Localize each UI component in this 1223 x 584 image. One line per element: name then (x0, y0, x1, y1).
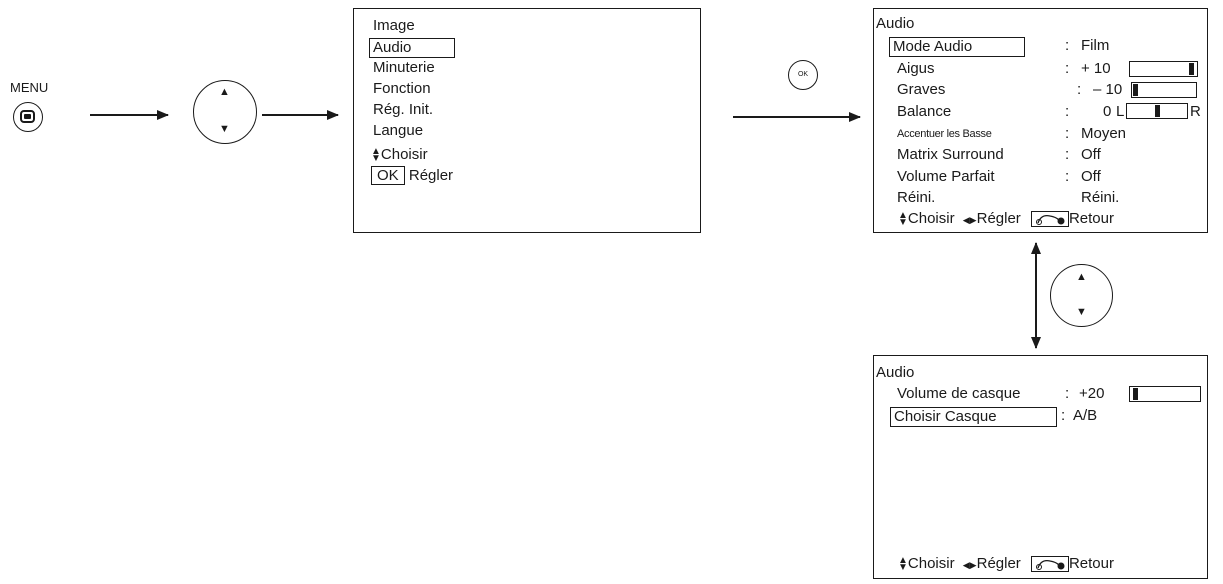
row-matrix-surround[interactable]: Matrix Surround (897, 146, 1004, 163)
return-key-icon (1030, 211, 1069, 228)
aigus-level-bar (1129, 61, 1198, 77)
row-graves[interactable]: Graves (897, 81, 946, 98)
dpad-up-down[interactable]: ▲ ▼ (193, 80, 257, 144)
value-matrix-surround: Off (1081, 146, 1101, 163)
dpad-up-down-2[interactable]: ▲ ▼ (1050, 264, 1113, 327)
audio-menu-panel: Audio Mode Audio : Film Aigus : + 10 Gra… (873, 8, 1208, 233)
audio-title: Audio (876, 15, 915, 32)
graves-level-bar (1131, 82, 1197, 98)
menu-icon (20, 110, 35, 123)
main-menu-item[interactable]: Minuterie (373, 59, 435, 76)
value-volume-parfait: Off (1081, 168, 1101, 185)
audio-title-2: Audio (876, 364, 915, 381)
value-aigus: + 10 (1081, 60, 1111, 77)
row-choisir-casque[interactable]: Choisir Casque (890, 407, 1057, 427)
main-menu-item[interactable]: Image (373, 17, 415, 34)
row-balance[interactable]: Balance (897, 103, 952, 120)
balance-left-label: L (1116, 103, 1125, 120)
audio-footer-2: ▲▼Choisir ◀▶Régler Retour (898, 555, 1114, 574)
row-accentuer-basse[interactable]: Accentuer les Basse (897, 128, 992, 140)
up-down-icon: ▲▼ (898, 555, 908, 574)
menu-button[interactable] (13, 102, 43, 132)
up-down-icon: ▲▼ (371, 146, 381, 165)
up-arrow-icon: ▲ (219, 86, 230, 98)
value-accentuer-basse: Moyen (1081, 125, 1127, 142)
return-key-icon (1030, 556, 1069, 573)
hint-ok-adjust: OK Régler (371, 166, 453, 185)
up-down-icon: ▲▼ (898, 210, 908, 229)
down-arrow-icon: ▼ (219, 123, 230, 135)
audio-footer: ▲▼Choisir ◀▶Régler Retour (898, 210, 1114, 229)
main-menu-item[interactable]: Audio (369, 38, 455, 58)
value-graves: – 10 (1093, 81, 1123, 98)
left-right-icon: ◀▶ (962, 560, 977, 570)
row-volume-parfait[interactable]: Volume Parfait (897, 168, 995, 185)
balance-right-label: R (1190, 103, 1201, 120)
main-menu-item[interactable]: Langue (373, 122, 424, 139)
balance-level-bar (1126, 103, 1188, 119)
hint-select: ▲▼Choisir (371, 146, 428, 165)
value-balance: 0 (1103, 103, 1112, 120)
value-choisir-casque: A/B (1073, 407, 1098, 424)
row-mode-audio[interactable]: Mode Audio (889, 37, 1025, 57)
down-arrow-icon: ▼ (1076, 306, 1087, 318)
row-aigus[interactable]: Aigus (897, 60, 935, 77)
up-arrow-icon: ▲ (1076, 271, 1087, 283)
value-mode-audio: Film (1081, 37, 1110, 54)
row-reini[interactable]: Réini. (897, 189, 936, 206)
main-menu-item[interactable]: Rég. Init. (373, 101, 434, 118)
ok-key-icon: OK (371, 166, 405, 185)
row-volume-casque[interactable]: Volume de casque (897, 385, 1021, 402)
ok-button[interactable]: OK (788, 60, 818, 90)
ok-button-label: OK (797, 71, 809, 78)
left-right-icon: ◀▶ (962, 215, 977, 225)
casque-level-bar (1129, 386, 1201, 402)
main-menu-item[interactable]: Fonction (373, 80, 431, 97)
value-reini: Réini. (1081, 189, 1120, 206)
value-volume-casque: +20 (1079, 385, 1105, 402)
menu-button-label: MENU (10, 80, 49, 95)
audio-menu-panel-2: Audio Volume de casque : +20 Choisir Cas… (873, 355, 1208, 579)
